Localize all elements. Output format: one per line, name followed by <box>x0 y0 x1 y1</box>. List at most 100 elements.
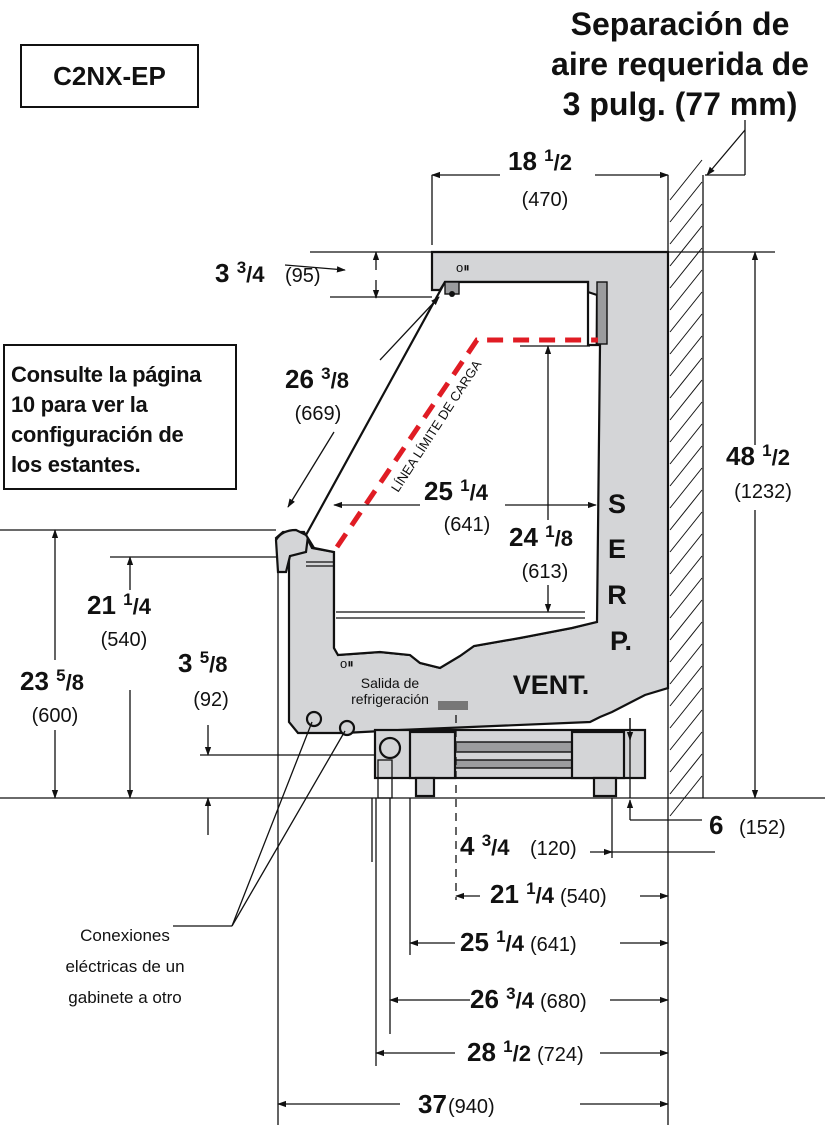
dim-base-depth-a: 25 1/4 <box>460 927 525 957</box>
dimension-arrows <box>51 129 759 1108</box>
dim-canopy-height-metric: (95) <box>285 265 321 287</box>
air-gap-title-line-3: 3 pulg. (77 mm) <box>562 86 798 122</box>
rear-label-p: P. <box>610 626 632 656</box>
hatch-line <box>669 665 703 707</box>
dim-top-depth: 18 1/2 <box>508 146 572 176</box>
dim-load-height-metric: (613) <box>522 561 569 583</box>
display-interior <box>304 280 602 670</box>
dim-deck-height: 21 1/4 <box>87 590 152 620</box>
hatch-line <box>669 467 703 509</box>
air-gap-title: Separación de aire requerida de 3 pulg. … <box>545 4 815 124</box>
dim-electrical-height: 3 5/8 <box>178 648 228 678</box>
dim-leg-offset: 4 3/4 <box>460 831 510 861</box>
hatch-line <box>669 775 703 817</box>
front-bumper <box>274 528 310 574</box>
model-label: C2NX-EP <box>20 44 199 108</box>
hatch-line <box>669 357 703 399</box>
hatch-line <box>669 621 703 663</box>
drain-fitting <box>378 736 402 760</box>
hatch-line <box>669 511 703 553</box>
hatch-line <box>669 401 703 443</box>
dim-leg-height: 6 <box>709 810 723 840</box>
dim-base-depth-a-metric: (641) <box>530 934 577 956</box>
dim-base-depth-c-metric: (724) <box>537 1044 584 1066</box>
hatch-line <box>669 247 703 289</box>
connections-label-line-1: Conexiones <box>80 926 170 945</box>
hatch-line <box>669 555 703 597</box>
refrigeration-outlet-label-1: Salida de <box>361 675 420 691</box>
dim-front-height: 23 5/8 <box>20 666 84 696</box>
connections-label: Conexiones eléctricas de un gabinete a o… <box>35 920 215 1013</box>
hatch-line <box>669 423 703 465</box>
right-base-block <box>570 730 626 780</box>
dim-diagonal-opening: 26 3/8 <box>285 364 349 394</box>
rear-wall <box>667 159 704 817</box>
air-gap-title-line-1: Separación de <box>570 6 790 42</box>
hatch-line <box>669 291 703 333</box>
dim-overall-height-metric: (1232) <box>734 481 792 503</box>
rear-label-r: R <box>607 580 627 610</box>
connections-leaders <box>173 721 346 927</box>
dim-leg-offset-metric: (120) <box>530 838 577 860</box>
hatch-line <box>669 533 703 575</box>
dim-overall-height: 48 1/2 <box>726 441 790 471</box>
case-body: o⏸ o⏸ <box>274 250 670 735</box>
case-labels: S E R P. VENT. Salida de refrigeración <box>351 489 632 707</box>
rear-baffle <box>596 281 608 345</box>
connections-label-line-2: eléctricas de un <box>65 957 185 976</box>
dim-overall-depth: 37 <box>418 1089 447 1119</box>
dim-drain-depth: 21 1/4 <box>490 879 555 909</box>
hatch-line <box>669 489 703 531</box>
wall-hatching <box>669 159 703 817</box>
hatch-line <box>669 599 703 641</box>
extension-lines <box>0 120 775 1125</box>
refrigeration-outlet-label-2: refrigeración <box>351 691 429 707</box>
dim-deck-height-metric: (540) <box>101 629 148 651</box>
canopy-symbol: o⏸ <box>456 260 470 275</box>
hatch-line <box>669 313 703 355</box>
dim-diagonal-opening-metric: (669) <box>295 403 342 425</box>
hatch-line <box>669 379 703 421</box>
dim-electrical-height-metric: (92) <box>193 689 229 711</box>
shelf-note-line-4: los estantes. <box>11 452 141 477</box>
base-rail <box>454 741 574 753</box>
hatch-line <box>669 577 703 619</box>
dim-base-depth-b-metric: (680) <box>540 991 587 1013</box>
dim-load-height: 24 1/8 <box>509 522 573 552</box>
dim-drain-depth-metric: (540) <box>560 886 607 908</box>
refrigeration-outlet <box>438 701 468 710</box>
dim-overall-depth-metric: (940) <box>448 1096 495 1118</box>
case-base <box>305 710 647 799</box>
shelf-note-line-1: Consulte la página <box>11 362 202 387</box>
shelf-note-line-3: configuración de <box>11 422 184 447</box>
dim-canopy-height: 3 3/4 <box>215 258 265 288</box>
shelf-note: Consulte la página 10 para ver la config… <box>3 344 237 490</box>
load-limit-line <box>334 337 598 549</box>
vent-label: VENT. <box>513 670 590 700</box>
connections-label-line-3: gabinete a otro <box>68 988 182 1007</box>
left-base-block <box>408 730 457 780</box>
hatch-line <box>669 445 703 487</box>
hatch-line <box>669 159 703 201</box>
dim-interior-depth-metric: (641) <box>444 514 491 536</box>
hatch-line <box>669 203 703 245</box>
dim-interior-depth: 25 1/4 <box>424 476 489 506</box>
dimension-labels: 18 1/2(470)3 3/4(95)26 3/8(669)25 1/4(64… <box>20 146 792 1119</box>
shelf-note-line-2: 10 para ver la <box>11 392 148 417</box>
rear-leg <box>592 776 618 798</box>
electrical-connector-1 <box>305 710 323 728</box>
hatch-line <box>669 731 703 773</box>
hatch-line <box>669 225 703 267</box>
rear-label-s: S <box>608 489 626 519</box>
hatch-line <box>669 643 703 685</box>
front-symbol: o⏸ <box>340 656 354 671</box>
dim-base-depth-b: 26 3/4 <box>470 984 535 1014</box>
dim-top-depth-metric: (470) <box>522 189 569 211</box>
dim-front-height-metric: (600) <box>32 705 79 727</box>
hatch-line <box>669 269 703 311</box>
electrical-connector-2 <box>338 719 356 737</box>
hatch-line <box>669 687 703 729</box>
base-rail-2 <box>454 759 574 769</box>
hatch-line <box>669 181 703 223</box>
